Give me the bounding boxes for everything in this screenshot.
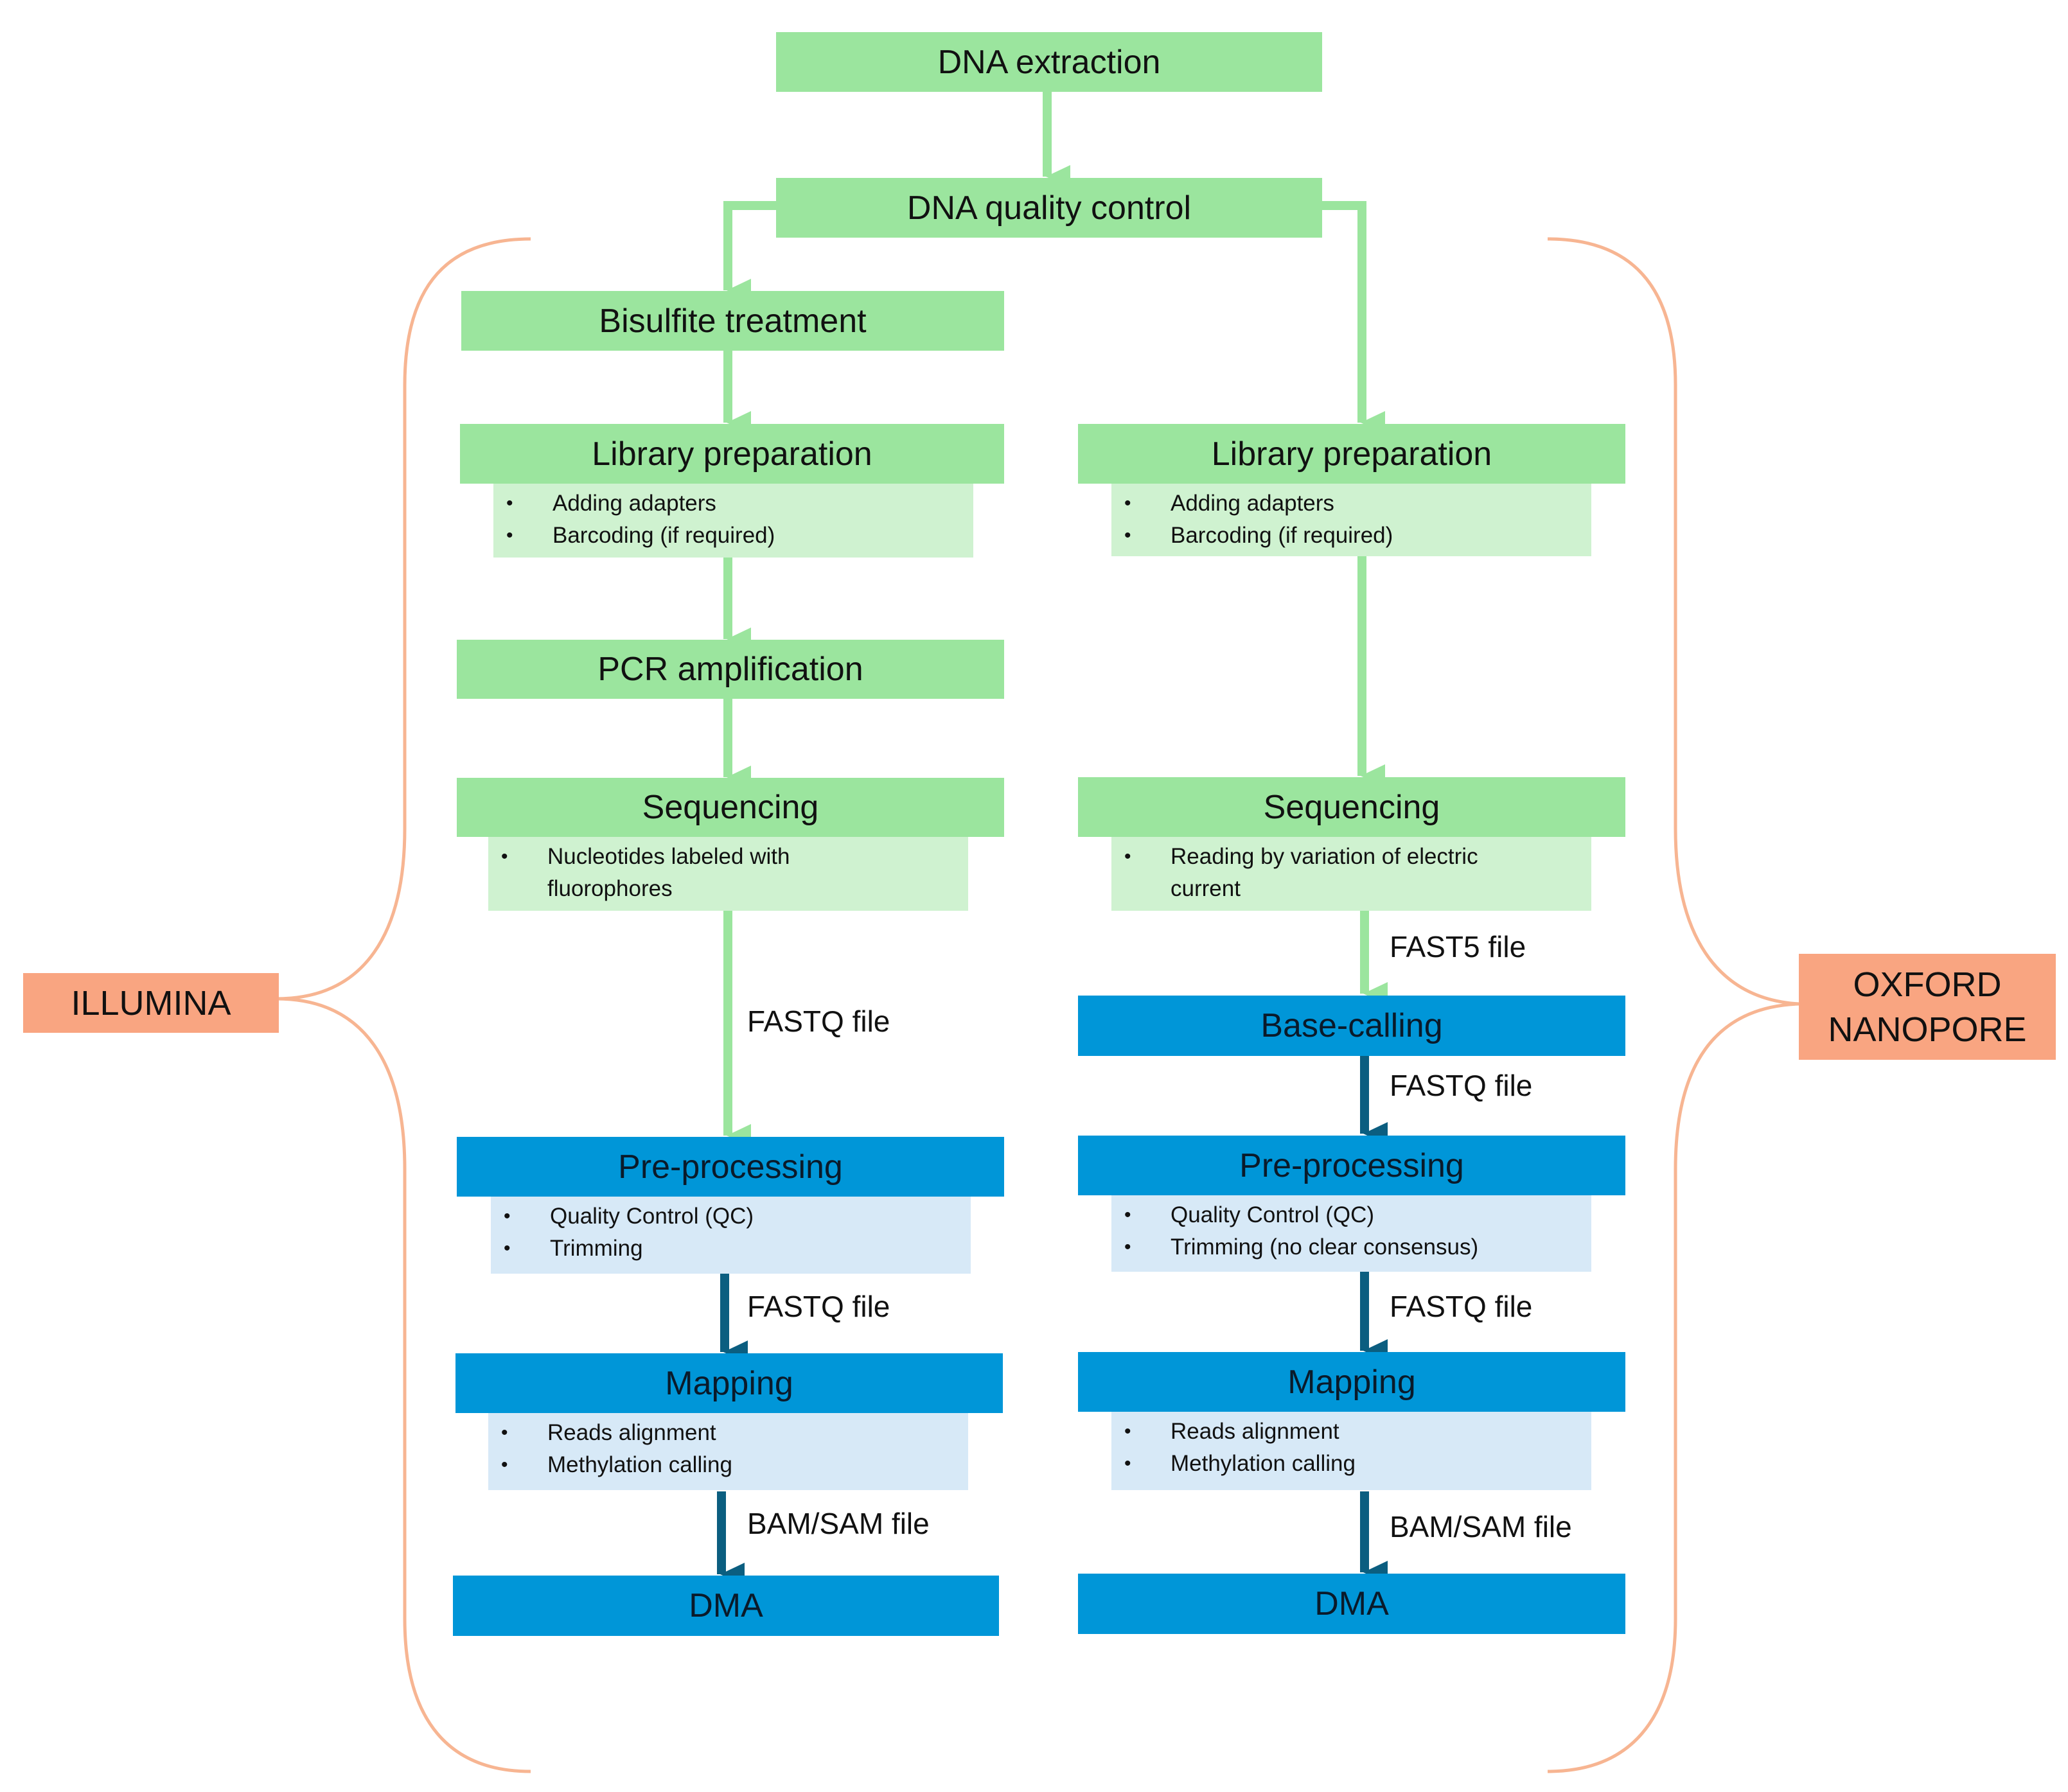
- illumina-mapping-box: Mapping: [455, 1353, 1003, 1413]
- list-item: Quality Control (QC): [491, 1200, 971, 1233]
- list-item: Reads alignment: [488, 1417, 968, 1449]
- illumina-library-preparation-box: Library preparation: [460, 424, 1004, 484]
- list-item: Reading by variation of electric: [1111, 841, 1591, 873]
- basecalling-box: Base-calling: [1078, 996, 1625, 1056]
- list-item: current: [1171, 876, 1241, 901]
- pcr-amplification-box: PCR amplification: [457, 640, 1004, 699]
- arrow-qc-to-bisulfite: [723, 201, 776, 302]
- illumina-mapping-details: Reads alignment Methylation calling: [488, 1413, 968, 1490]
- illumina-preprocessing-details: Quality Control (QC) Trimming: [491, 1197, 971, 1274]
- illumina-bam-label: BAM/SAM file: [747, 1507, 930, 1540]
- list-item: Nucleotides labeled with: [488, 841, 968, 873]
- illumina-sequencing-details: Nucleotides labeled with fluorophores: [488, 837, 968, 911]
- list-item: Methylation calling: [1111, 1448, 1591, 1480]
- nanopore-dma-box: DMA: [1078, 1574, 1625, 1634]
- illumina-fastq-label-2: FASTQ file: [747, 1290, 890, 1323]
- illumina-label: ILLUMINA: [23, 973, 279, 1033]
- dna-quality-control-box: DNA quality control: [776, 178, 1322, 238]
- illumina-fastq-label-1: FASTQ file: [747, 1005, 890, 1038]
- nanopore-preprocessing-box: Pre-processing: [1078, 1136, 1625, 1195]
- nanopore-bam-label: BAM/SAM file: [1390, 1510, 1572, 1543]
- nanopore-mapping-box: Mapping: [1078, 1352, 1625, 1412]
- list-item: Quality Control (QC): [1111, 1199, 1591, 1231]
- list-item: Methylation calling: [488, 1449, 968, 1481]
- list-item: Trimming: [491, 1233, 971, 1265]
- nanopore-library-details: Adding adapters Barcoding (if required): [1111, 484, 1591, 556]
- list-item: Adding adapters: [493, 488, 973, 520]
- list-item: Barcoding (if required): [493, 520, 973, 552]
- illumina-sequencing-box: Sequencing: [457, 778, 1004, 837]
- nanopore-sequencing-details: Reading by variation of electric current: [1111, 837, 1591, 911]
- list-item: Barcoding (if required): [1111, 520, 1591, 552]
- nanopore-mapping-details: Reads alignment Methylation calling: [1111, 1412, 1591, 1490]
- nanopore-label-line2: NANOPORE: [1828, 1010, 2027, 1049]
- list-item: Reads alignment: [1111, 1416, 1591, 1448]
- arrow-qc-to-nanopore-library: [1322, 201, 1385, 434]
- nanopore-library-preparation-box: Library preparation: [1078, 424, 1625, 484]
- nanopore-fastq-label-1: FASTQ file: [1390, 1069, 1533, 1102]
- nanopore-label-line1: OXFORD: [1853, 965, 2002, 1004]
- illumina-library-details: Adding adapters Barcoding (if required): [493, 484, 973, 558]
- list-item: Trimming (no clear consensus): [1111, 1231, 1591, 1263]
- list-item: fluorophores: [547, 876, 673, 901]
- list-item: Adding adapters: [1111, 488, 1591, 520]
- nanopore-preprocessing-details: Quality Control (QC) Trimming (no clear …: [1111, 1195, 1591, 1272]
- illumina-preprocessing-box: Pre-processing: [457, 1137, 1004, 1197]
- bisulfite-treatment-box: Bisulfite treatment: [461, 291, 1004, 351]
- illumina-dma-box: DMA: [453, 1576, 999, 1636]
- nanopore-fastq-label-2: FASTQ file: [1390, 1290, 1533, 1323]
- nanopore-label: OXFORD NANOPORE: [1799, 954, 2056, 1060]
- nanopore-sequencing-box: Sequencing: [1078, 777, 1625, 837]
- nanopore-fast5-label: FAST5 file: [1390, 930, 1526, 963]
- dna-extraction-box: DNA extraction: [776, 32, 1322, 92]
